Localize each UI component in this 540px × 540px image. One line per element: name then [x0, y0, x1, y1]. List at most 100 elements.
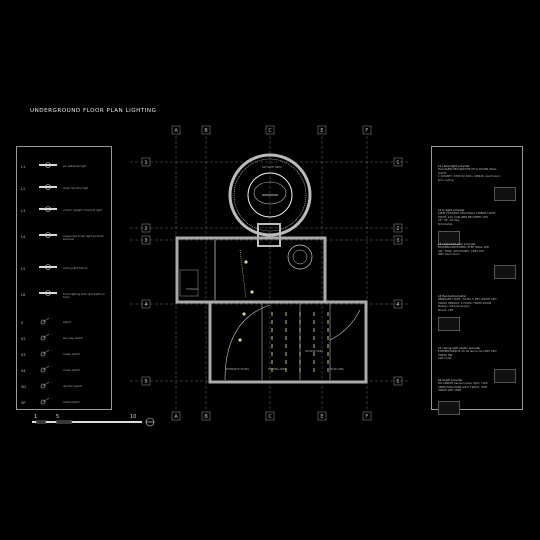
light-fixture-mark: [250, 290, 254, 294]
grid-row-label: 1: [144, 160, 147, 166]
scale-label: 5: [56, 414, 59, 420]
linear-light-icon: [39, 184, 57, 190]
grid-column-label: A: [174, 414, 178, 420]
fixture-photo: [494, 187, 516, 201]
spec-line: OR LINEAR Series Linear light, r100: [438, 381, 488, 386]
switch-icon: [40, 317, 50, 325]
spec-line: 25° 30° 24 deg: [438, 218, 460, 223]
fixture-photo: [494, 265, 516, 279]
grid-bubble: [317, 411, 327, 421]
grid-bubble: [171, 411, 181, 421]
legend-description: pin wallwash light: [63, 165, 87, 168]
grid-bubble: [201, 411, 211, 421]
spec-line: L6 Soloti provider: [438, 378, 463, 382]
legend-description: linear led strip light: [63, 187, 89, 190]
legend-description: track lighting with spot lights on track: [63, 293, 105, 300]
spec-line: L1 Lamp/light provider: [438, 164, 470, 168]
grid-column-label: A: [174, 128, 178, 134]
grid-row-label: 1: [396, 160, 399, 166]
legend-description: dimmer switch: [63, 385, 83, 388]
grid-column-label: F: [365, 128, 368, 134]
scale-bar: 1 5 10: [32, 414, 155, 427]
spec-line: Design: Davide Groppi: [438, 304, 470, 309]
legend-code: SP: [21, 401, 26, 405]
legend-description: 3-way switch: [63, 353, 80, 356]
grid-row-label: 4: [396, 302, 399, 308]
scale-label: 1: [34, 414, 37, 420]
switch-icon: [40, 349, 50, 357]
spec-line: LIGHT: [438, 170, 447, 175]
legend-description: ceiling light fixture: [63, 267, 88, 270]
skylight-tower: SKYLIGHT AREA: [228, 153, 312, 237]
grid-column-label: F: [365, 414, 368, 420]
spec-line: L4 Pendant provider: [438, 294, 467, 298]
spec-line: PENDANT LIGHT, TOTAL 5 KEY WHITE LED: [438, 297, 497, 302]
room-label: STORAGE: [186, 287, 198, 291]
grid-bubble: [141, 299, 151, 309]
grid-bubble: [393, 223, 403, 233]
pendant-cluster-icon: [39, 232, 57, 238]
spec-line: HALOGEN DECORATIVE UP & DOWN WALL: [438, 167, 497, 172]
grid-column-label: E: [320, 128, 323, 134]
fixture-photo: [438, 317, 460, 331]
fixture-photo: [494, 369, 516, 383]
grid-bubble: [141, 223, 151, 233]
legend-code: L5: [21, 267, 26, 271]
scale-label: 10: [130, 414, 136, 420]
spec-line: 3000K 8W: [438, 352, 453, 357]
spec-line: MODERN RECESSED STEP WALL LED: [438, 245, 490, 250]
grid-row-label: 2: [144, 226, 147, 232]
light-fixture-mark: [242, 312, 246, 316]
grid-column-label: E: [320, 414, 323, 420]
legend-description: suspended linear light pendant element: [63, 235, 104, 242]
grid-bubble: [265, 411, 275, 421]
room-label: LOUNGE AREA: [305, 349, 323, 353]
grid-bubble: [362, 411, 372, 421]
grid-column-label: B: [204, 128, 208, 134]
fixture-photo: [438, 401, 460, 415]
spec-line: IP65 aluminium: [438, 252, 460, 257]
spec-line: Dimmable: [438, 221, 453, 226]
uplight-icon: [39, 206, 57, 212]
grid-column-label: B: [204, 414, 208, 420]
wall-washer-icon: [39, 162, 57, 168]
grid-bubble: [317, 125, 327, 135]
legend-code: S2: [21, 337, 26, 341]
spec-line: Brand: LBT: [438, 307, 454, 312]
spec-line: SPIRE/SOLUTION ALTO TRACK, 30W: [438, 384, 488, 389]
light-fixture-mark: [244, 260, 248, 264]
spec-line: ELEMENTARIA B 20 de leone de 230V LED: [438, 349, 497, 354]
legend-code: L2: [21, 187, 26, 191]
grid-row-label: 3: [396, 238, 399, 244]
grid-row-label: 2: [396, 226, 399, 232]
grid-bubble: [265, 125, 275, 135]
legend-code: L3: [21, 209, 26, 213]
grid-bubble: [141, 235, 151, 245]
legend-description: two-way switch: [63, 337, 84, 340]
legend-code: SD: [21, 385, 27, 389]
legend-code: L4: [21, 235, 26, 239]
grid-column-label: C: [268, 414, 272, 420]
room-label: SEATING AREA: [268, 367, 287, 371]
legend-code: S3: [21, 353, 26, 357]
legend-code: S: [21, 321, 24, 325]
light-fixture-mark: [238, 338, 242, 342]
spec-line: 3W, 300K, 200 SUNNY, 1P65 LIM: [438, 248, 484, 253]
room-label: MAIN AREA: [330, 367, 344, 371]
spec-line: 120 lm/W: [438, 356, 452, 361]
track-light-icon: [39, 290, 57, 296]
grid-row-label: 4: [144, 302, 147, 308]
grid-bubble: [393, 376, 403, 386]
room-label: ENTRANCE STAIRS: [226, 367, 249, 371]
grid-bubble: [141, 376, 151, 386]
legend-code: L1: [21, 165, 26, 169]
grid-bubble: [393, 157, 403, 167]
